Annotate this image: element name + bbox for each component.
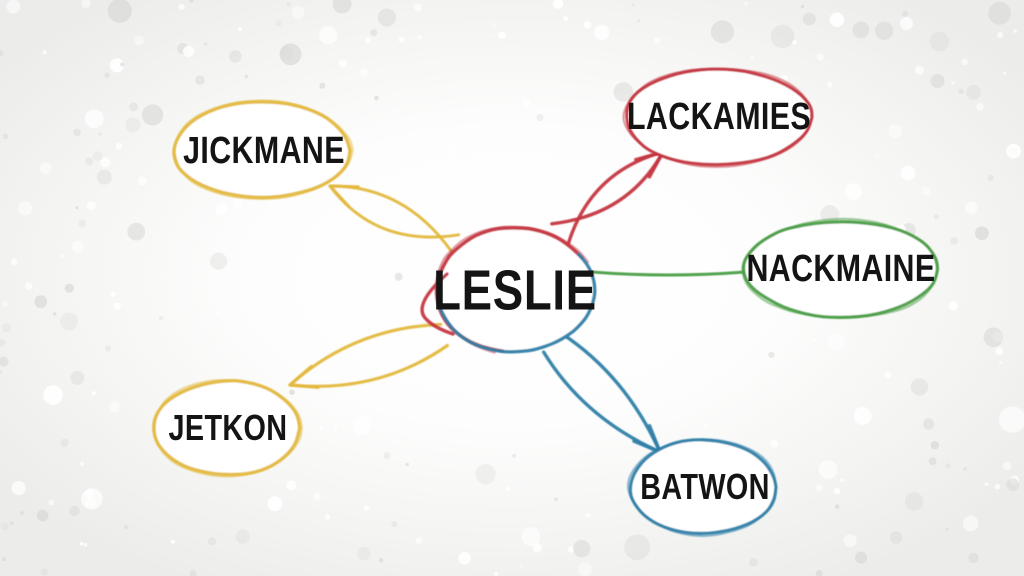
node-label-jetkon: JETKON bbox=[168, 407, 288, 448]
node-label-center: LESLIE bbox=[433, 258, 597, 323]
node-label-batwon: BATWON bbox=[640, 466, 770, 507]
node-label-lackamies: LACKAMIES bbox=[627, 96, 811, 138]
node-label-nackmaine: NACKMAINE bbox=[746, 248, 936, 290]
node-label-jickmane: JICKMANE bbox=[183, 130, 345, 172]
